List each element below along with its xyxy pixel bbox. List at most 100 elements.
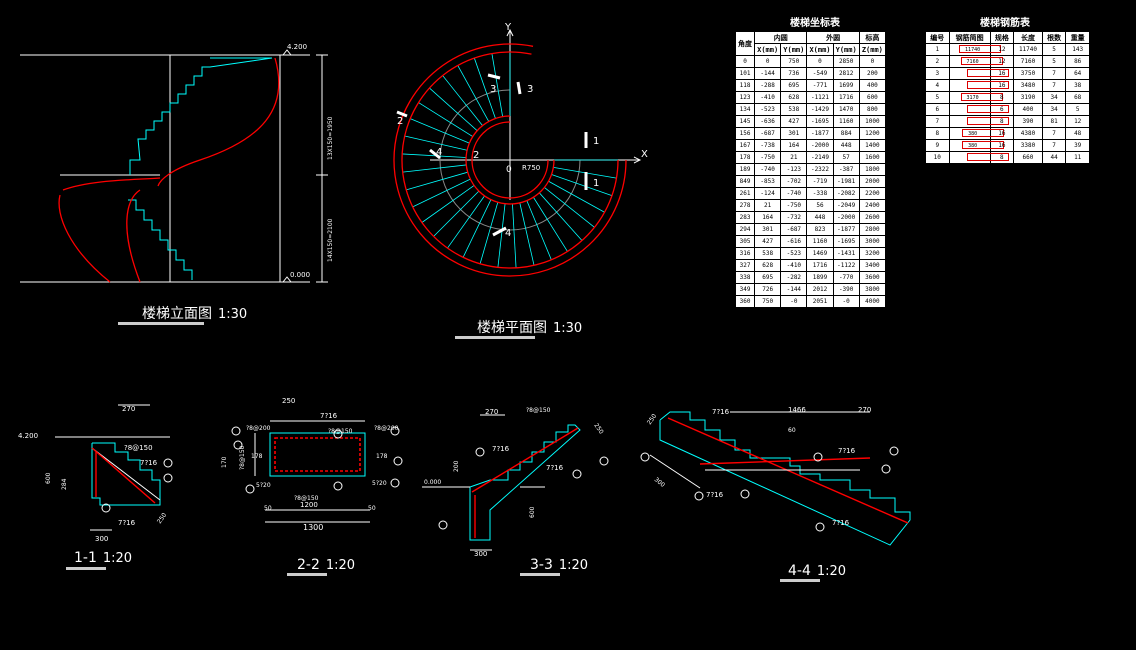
s44-label-2: 270 (858, 406, 871, 414)
coord-cell: 1716 (806, 259, 834, 272)
rebar-id-cell: 7 (925, 115, 950, 128)
rebar-h-5: 重量 (1065, 31, 1090, 44)
coord-cell: 278 (734, 199, 756, 212)
s33-label-0: 270 (485, 408, 498, 416)
coord-cell: -2082 (832, 187, 860, 200)
rebar-shape-cell (948, 115, 1009, 128)
plan-step-line (410, 118, 470, 144)
section-1-1-underline (66, 567, 106, 570)
rebar-h-1: 钢筋简图 (948, 31, 991, 44)
plan-step-line (473, 57, 496, 119)
rebar-cell: 34 (1041, 103, 1067, 116)
coord-cell: -338 (806, 187, 834, 200)
coord-cell: 1600 (858, 151, 887, 164)
plan-title: 楼梯平面图 (477, 320, 547, 336)
coord-cell: -2149 (806, 151, 834, 164)
coord-cell: 427 (754, 235, 782, 248)
rebar-shape-cell: 380 (948, 127, 1005, 140)
plan-step-line (442, 75, 483, 126)
s22-label-1: 7?16 (320, 412, 338, 420)
section-3-3-id: 3-3 (530, 557, 553, 573)
coord-subheader-row: X(mm) Y(mm) X(mm) Y(mm) Z(mm) (736, 43, 887, 56)
s22-label-0: 250 (282, 397, 295, 405)
coord-cell: -1981 (832, 175, 860, 188)
coord-sh-3: X(mm) (806, 43, 834, 56)
rebar-shape-icon (966, 105, 1009, 113)
coord-cell: -124 (754, 187, 782, 200)
s44-label-5: 7?16 (838, 447, 856, 455)
rebar-shape-icon (966, 69, 1009, 77)
coord-cell: -732 (780, 211, 808, 224)
s11-label-2: ?8@150 (124, 444, 153, 452)
s44-label-3: 250 (646, 413, 658, 427)
s22-label-10: ?8@150 (294, 495, 319, 502)
section-1-1 (55, 404, 173, 531)
coord-cell: 2600 (858, 211, 887, 224)
coord-cell: 0 (734, 55, 756, 68)
rebar-cell: 11 (1065, 151, 1090, 164)
s11-label-0: 270 (122, 405, 135, 413)
rebar-cell: 5 (1065, 103, 1090, 116)
coord-cell: -1877 (832, 223, 860, 236)
plan-origin: 0 (506, 165, 512, 175)
s44-label-7: 7?16 (706, 491, 724, 499)
rebar-cell: 3480 (1013, 79, 1043, 92)
s22-label-9: 1300 (303, 523, 323, 532)
plan-step-line (539, 192, 583, 241)
coord-cell: 21 (780, 151, 808, 164)
rebar-cell: 7 (1041, 127, 1067, 140)
s44-label-6: 300 (653, 476, 666, 489)
coord-cell: 1899 (806, 271, 834, 284)
coord-cell: -750 (754, 151, 782, 164)
elevation-view (20, 49, 328, 283)
plan-step-line (479, 202, 499, 264)
section-3-3-scale: 1:20 (558, 558, 589, 573)
plan-step-line (433, 190, 480, 237)
coord-cell: 123 (734, 91, 756, 104)
coord-sh-4: Y(mm) (832, 43, 860, 56)
coord-cell: 283 (734, 211, 756, 224)
coord-cell: 164 (754, 211, 782, 224)
coord-cell: 305 (734, 235, 756, 248)
rebar-shape-cell: 380 (948, 139, 1005, 152)
coord-cell: 301 (780, 127, 808, 140)
coord-cell: 726 (754, 283, 782, 296)
plan-axis-x: X (641, 149, 648, 160)
coord-cell: 1000 (858, 115, 887, 128)
elev-dim-lower: 14X150=2100 (327, 218, 334, 262)
rebar-cell: 68 (1065, 91, 1090, 104)
coord-h-outer: 外圆 (806, 31, 860, 44)
coord-sh-5: Z(mm) (858, 43, 887, 56)
rebar-cell: 7160 (1013, 55, 1043, 68)
rebar-id-cell: 1 (925, 43, 950, 56)
coord-cell: -144 (780, 283, 808, 296)
rebar-cell: 7 (1041, 67, 1067, 80)
coord-cell: 4000 (858, 295, 887, 308)
coord-cell: 1160 (832, 115, 860, 128)
s11-label-6: 300 (95, 535, 108, 543)
rebar-cell: 143 (1065, 43, 1090, 56)
coord-cell: 0 (858, 55, 887, 68)
coord-cell: -390 (832, 283, 860, 296)
rebar-shape-cell: 11740 (948, 43, 1002, 56)
rebar-shape-dim: 380 (968, 130, 978, 137)
coord-cell: -738 (754, 139, 782, 152)
plan-mark-3b: 3 (527, 84, 533, 95)
plan-step-line (457, 65, 490, 122)
plan-step-line (402, 164, 467, 173)
coord-cell: 0 (806, 55, 834, 68)
s44-label-0: 7?16 (712, 408, 730, 416)
coord-cell: 3600 (858, 271, 887, 284)
coord-cell: 338 (734, 271, 756, 284)
elevation-caption-underline (118, 322, 204, 325)
